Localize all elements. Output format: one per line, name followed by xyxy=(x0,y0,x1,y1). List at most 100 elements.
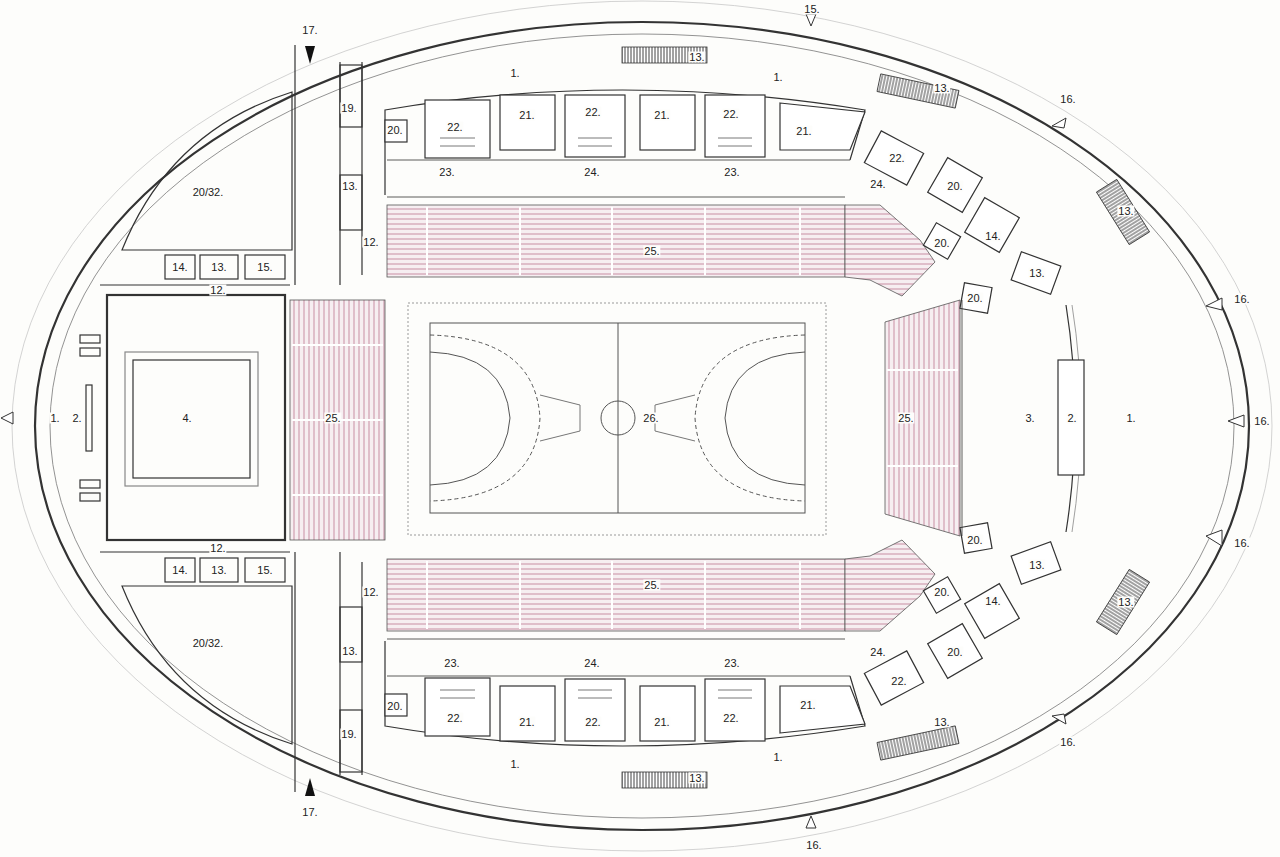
callout-number: 24. xyxy=(869,179,886,190)
corner-rooms xyxy=(1011,252,1061,295)
room-row xyxy=(718,690,752,691)
callout-number: 22. xyxy=(584,717,601,728)
callout-number: 20. xyxy=(386,125,403,136)
callout-number: 12. xyxy=(209,285,226,296)
seating xyxy=(292,344,383,346)
callout-number: 13. xyxy=(341,181,358,192)
room-row xyxy=(578,698,612,699)
corner-rooms xyxy=(960,283,992,313)
callout-number: 3. xyxy=(1024,413,1035,424)
callout-number: 1. xyxy=(1125,413,1136,424)
room-row xyxy=(440,698,475,699)
corner-rooms xyxy=(928,624,983,679)
seating xyxy=(290,205,960,631)
entrance-arrow xyxy=(1,14,1244,828)
left-wing xyxy=(100,284,290,285)
left-wing xyxy=(80,348,100,356)
room-row xyxy=(385,641,865,746)
callout-number: 21. xyxy=(653,717,670,728)
room-row xyxy=(500,686,555,741)
left-wing xyxy=(133,360,250,478)
stage xyxy=(962,300,1084,536)
callout-number: 25. xyxy=(643,246,660,257)
room-row xyxy=(387,160,850,161)
corner-rooms xyxy=(960,523,992,553)
callout-number: 25. xyxy=(643,580,660,591)
callout-number: 14. xyxy=(171,565,188,576)
seating xyxy=(611,561,613,629)
court xyxy=(540,395,580,441)
callout-number: 13. xyxy=(1117,597,1134,608)
callout-number: 15. xyxy=(803,4,820,15)
left-wing xyxy=(340,175,362,230)
room-row xyxy=(780,686,865,733)
callout-number: 2. xyxy=(71,413,82,424)
seating xyxy=(519,561,521,629)
callout-number: 16. xyxy=(1059,94,1076,105)
seating xyxy=(704,207,706,275)
seating xyxy=(845,205,935,296)
callout-number: 13. xyxy=(1117,206,1134,217)
callout-number: 24. xyxy=(583,167,600,178)
entrance-arrow xyxy=(1206,298,1222,310)
callout-number: 16. xyxy=(1253,416,1270,427)
entrance-arrow xyxy=(1052,118,1066,128)
left-wing xyxy=(122,586,292,744)
callout-number: 20. xyxy=(933,238,950,249)
seating xyxy=(387,559,845,631)
callout-number: 1. xyxy=(509,759,520,770)
seating xyxy=(885,300,960,536)
room-row xyxy=(705,95,765,157)
callout-number: 16. xyxy=(1233,538,1250,549)
callout-number: 22. xyxy=(446,713,463,724)
callout-number: 19. xyxy=(340,103,357,114)
entrance-arrow xyxy=(806,816,816,828)
room-row xyxy=(440,690,475,691)
callout-number: 20. xyxy=(946,647,963,658)
outer-shell xyxy=(12,1,1272,851)
seating xyxy=(426,207,428,275)
stair xyxy=(1096,569,1149,634)
callout-number: 24. xyxy=(583,658,600,669)
left-wing xyxy=(125,352,258,486)
callout-number: 1. xyxy=(49,413,60,424)
callout-number: 25. xyxy=(897,413,914,424)
callout-number: 21. xyxy=(795,126,812,137)
room-row xyxy=(385,120,407,142)
main-entrance-arrow xyxy=(305,46,315,64)
callout-number: 13. xyxy=(210,565,227,576)
callout-number: 25. xyxy=(324,413,341,424)
room-row xyxy=(387,676,850,677)
stage xyxy=(962,300,963,536)
left-wing xyxy=(122,92,292,250)
stair xyxy=(1096,179,1149,244)
left-wing xyxy=(200,255,238,279)
callout-number: 12. xyxy=(362,237,379,248)
court xyxy=(695,335,805,501)
left-wing xyxy=(245,558,285,582)
stair xyxy=(622,47,1150,788)
court xyxy=(655,395,695,441)
callout-number: 21. xyxy=(518,110,535,121)
court xyxy=(601,401,635,435)
stair xyxy=(877,74,959,108)
stair xyxy=(877,726,959,760)
callout-number: 1. xyxy=(772,72,783,83)
left-wing xyxy=(165,558,195,582)
seating xyxy=(292,207,958,629)
callout-number: 12. xyxy=(209,543,226,554)
callout-number: 1. xyxy=(509,68,520,79)
callout-number: 23. xyxy=(723,658,740,669)
callout-number: 22. xyxy=(722,713,739,724)
main-entrance-arrow xyxy=(305,778,315,796)
left-wing xyxy=(100,551,290,552)
room-row xyxy=(718,146,752,147)
left-wing xyxy=(245,255,285,279)
entrance-arrow xyxy=(1206,530,1222,546)
corner-rooms xyxy=(923,577,960,614)
seating xyxy=(611,207,613,275)
callout-number: 23. xyxy=(443,658,460,669)
callout-number: 17. xyxy=(301,807,318,818)
corner-rooms xyxy=(965,584,1020,639)
callout-number: 20. xyxy=(966,535,983,546)
